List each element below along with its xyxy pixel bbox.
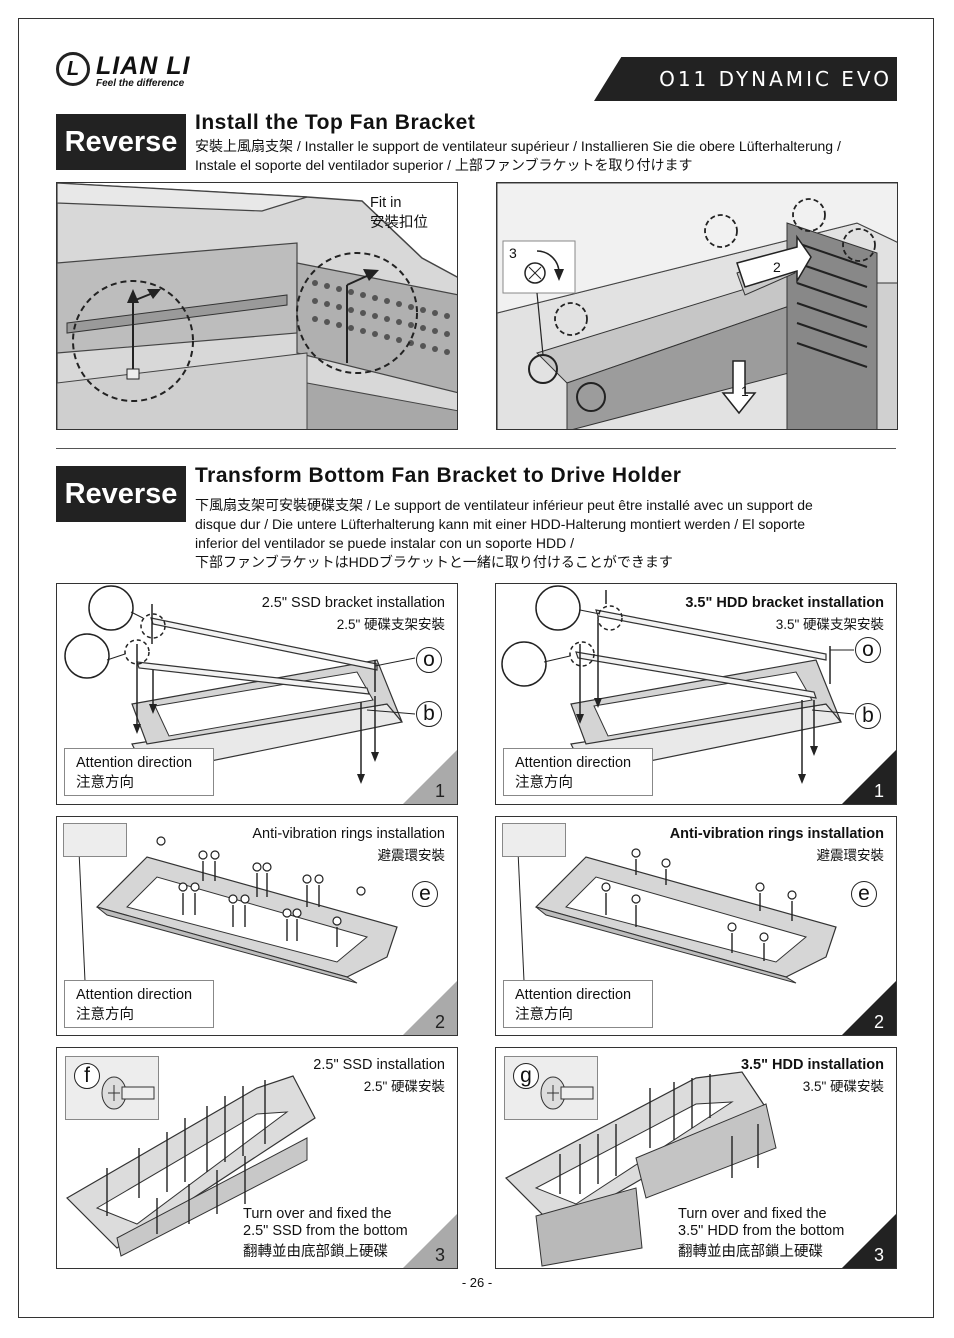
step-number: 2 — [873, 1012, 884, 1032]
attention-label-zh: 注意方向 — [76, 775, 134, 791]
brand-name: LIAN LI — [96, 52, 191, 80]
screw-f-box: f — [65, 1056, 159, 1120]
attention-direction-box: Attention direction 注意方向 — [503, 748, 653, 796]
brand-logo: L LIAN LI Feel the difference — [56, 52, 216, 92]
attention-label: Attention direction — [76, 755, 193, 771]
ssd-rings-panel: Anti-vibration rings installation 避震環安裝 … — [56, 816, 458, 1036]
panel-subtitle: 避震環安裝 — [816, 848, 885, 863]
turn-over-note-zh: 翻轉並由底部鎖上硬碟 — [678, 1244, 823, 1261]
panel-title: Anti-vibration rings installation — [252, 826, 445, 842]
part-g-marker: g — [513, 1063, 539, 1089]
page-frame — [18, 18, 934, 1318]
part-o-marker: o — [416, 647, 442, 673]
ssd-install-panel: f 2.5" SSD installation 2.5" 硬碟安裝 Turn o… — [56, 1047, 458, 1269]
step-one-label: 1 — [741, 383, 749, 399]
step-three-label: 3 — [509, 245, 517, 261]
hdd-install-panel: g 3.5" HDD installation 3.5" 硬碟安裝 Turn o… — [495, 1047, 897, 1269]
attention-label: Attention direction — [76, 987, 193, 1003]
reverse-badge: Reverse — [56, 114, 186, 170]
part-f-marker: f — [74, 1063, 100, 1089]
section-desc-line: 下風扇支架可安裝硬碟支架 / Le support de ventilateur… — [195, 497, 813, 513]
step-number: 1 — [873, 781, 884, 801]
attention-label: Attention direction — [515, 987, 632, 1003]
turn-over-note-zh: 翻轉並由底部鎖上硬碟 — [243, 1244, 388, 1261]
screw-icon — [101, 1076, 155, 1110]
attention-label-zh: 注意方向 — [515, 1007, 573, 1023]
hdd-bracket-drawing — [501, 585, 855, 784]
model-name: O11 DYNAMIC EVO — [659, 67, 892, 91]
panel-title: 3.5" HDD installation — [740, 1057, 884, 1073]
reverse-badge: Reverse — [56, 466, 186, 522]
part-o-marker: o — [855, 637, 881, 663]
fit-in-illustration: Fit in 安裝扣位 — [56, 182, 458, 430]
section-divider — [56, 448, 896, 449]
panel-title: Anti-vibration rings installation — [669, 826, 884, 842]
ssd-bracket-panel: 2.5" SSD bracket installation 2.5" 硬碟支架安… — [56, 583, 458, 805]
attention-direction-box: Attention direction 注意方向 — [64, 980, 214, 1028]
ssd-install-drawing — [66, 1075, 316, 1257]
screw-icon — [540, 1076, 594, 1110]
section-desc-line: disque dur / Die untere Lüfterhalterung … — [195, 516, 806, 532]
panel-subtitle: 3.5" 硬碟支架安裝 — [775, 617, 884, 632]
step-two-label: 2 — [773, 259, 781, 275]
model-banner — [594, 57, 897, 101]
attention-label-zh: 注意方向 — [76, 1007, 134, 1023]
part-e-marker: e — [412, 881, 438, 907]
attention-direction-box: Attention direction 注意方向 — [503, 980, 653, 1028]
fit-in-label: Fit in — [370, 195, 402, 211]
part-b-marker: b — [416, 701, 442, 727]
panel-subtitle: 避震環安裝 — [377, 848, 446, 863]
turn-over-note: Turn over and fixed the — [678, 1206, 827, 1223]
hdd-rings-panel: Anti-vibration rings installation 避震環安裝 … — [495, 816, 897, 1036]
step-number: 3 — [434, 1245, 445, 1265]
fit-in-label-zh: 安裝扣位 — [370, 215, 428, 231]
panel-subtitle: 2.5" 硬碟安裝 — [363, 1079, 445, 1094]
anti-vibration-ring-box — [63, 823, 127, 857]
attention-direction-box: Attention direction 注意方向 — [64, 748, 214, 796]
panel-title: 2.5" SSD installation — [313, 1057, 445, 1073]
section-desc-line: 下部ファンブラケットはHDDブラケットと一緒に取り付けることができます — [195, 554, 673, 570]
section-title: Install the Top Fan Bracket — [195, 111, 476, 134]
ssd-bracket-drawing — [64, 585, 416, 784]
attention-label: Attention direction — [515, 755, 632, 771]
step-number: 3 — [873, 1245, 884, 1265]
brand-mark-icon: L — [56, 52, 90, 86]
part-b-marker: b — [855, 703, 881, 729]
attention-label-zh: 注意方向 — [515, 775, 573, 791]
brand-tagline: Feel the difference — [96, 78, 185, 89]
turn-over-note: 2.5" SSD from the bottom — [243, 1223, 408, 1240]
section-desc-line: Instale el soporte del ventilador superi… — [195, 157, 693, 173]
step-number: 2 — [434, 1012, 445, 1032]
turn-over-note: 3.5" HDD from the bottom — [678, 1223, 845, 1240]
section-desc-line: inferior del ventilador se puede instala… — [195, 535, 574, 551]
panel-title: 2.5" SSD bracket installation — [261, 595, 445, 611]
bracket-install-drawing — [497, 183, 897, 429]
part-e-marker: e — [851, 881, 877, 907]
screw-g-box: g — [504, 1056, 598, 1120]
hdd-install-drawing — [504, 1071, 777, 1267]
section-desc-line: 安裝上風扇支架 / Installer le support de ventil… — [195, 138, 841, 154]
top-bracket-drawing — [57, 183, 457, 429]
page-number: - 26 - — [461, 1275, 493, 1290]
panel-title: 3.5" HDD bracket installation — [685, 595, 884, 611]
anti-vibration-ring-box — [502, 823, 566, 857]
panel-subtitle: 2.5" 硬碟支架安裝 — [336, 617, 445, 632]
hdd-bracket-panel: 3.5" HDD bracket installation 3.5" 硬碟支架安… — [495, 583, 897, 805]
section-title: Transform Bottom Fan Bracket to Drive Ho… — [195, 464, 682, 487]
turn-over-note: Turn over and fixed the — [243, 1206, 392, 1223]
step-number: 1 — [434, 781, 445, 801]
panel-subtitle: 3.5" 硬碟安裝 — [802, 1079, 884, 1094]
bracket-install-illustration: 3 2 1 — [496, 182, 898, 430]
hdd-rings-drawing — [515, 832, 837, 984]
